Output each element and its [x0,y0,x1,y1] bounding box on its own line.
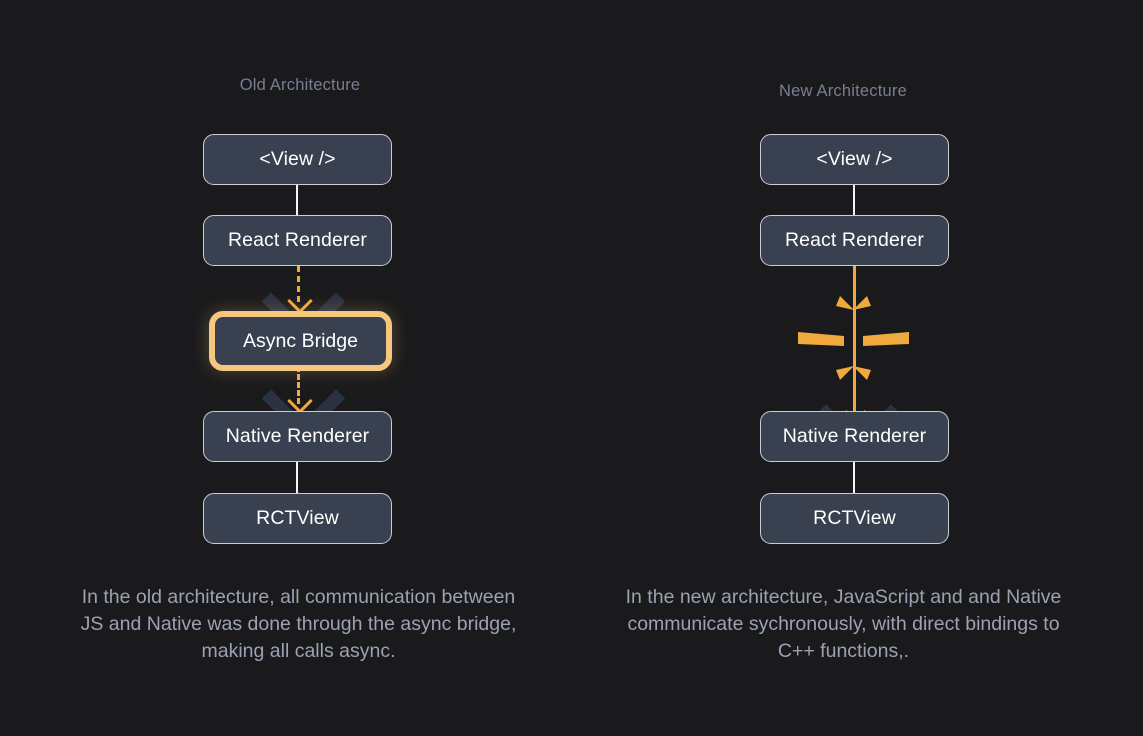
node-react-renderer-old[interactable]: React Renderer [203,215,392,266]
node-async-bridge[interactable]: Async Bridge [209,311,392,371]
burst-rays-left [798,296,854,380]
connector-native-to-rctview-old [296,461,299,494]
node-view-new[interactable]: <View /> [760,134,949,185]
old-architecture-column: Old Architecture <View /> React Renderer… [203,76,392,544]
node-rctview-old[interactable]: RCTView [203,493,392,544]
node-rctview-new[interactable]: RCTView [760,493,949,544]
node-native-renderer-old[interactable]: Native Renderer [203,411,392,462]
node-native-renderer-new[interactable]: Native Renderer [760,411,949,462]
node-view-old[interactable]: <View /> [203,134,392,185]
solid-line-react-to-native [853,266,856,414]
new-architecture-column: New Architecture <View /> React Renderer… [543,0,1143,736]
new-architecture-caption: In the new architecture, JavaScript and … [625,586,1062,662]
connector-view-to-react-renderer-new [853,184,856,217]
connector-native-to-rctview-new [853,461,856,494]
node-react-renderer-new[interactable]: React Renderer [760,215,949,266]
old-architecture-caption: In the old architecture, all communicati… [80,586,517,662]
new-architecture-title: New Architecture [779,82,907,100]
burst-rays-right [853,296,909,380]
old-architecture-title: Old Architecture [239,76,361,94]
dashed-line-react-to-bridge [297,266,300,302]
connector-view-to-react-renderer-old [296,184,299,217]
dashed-line-bridge-to-native [297,366,300,404]
